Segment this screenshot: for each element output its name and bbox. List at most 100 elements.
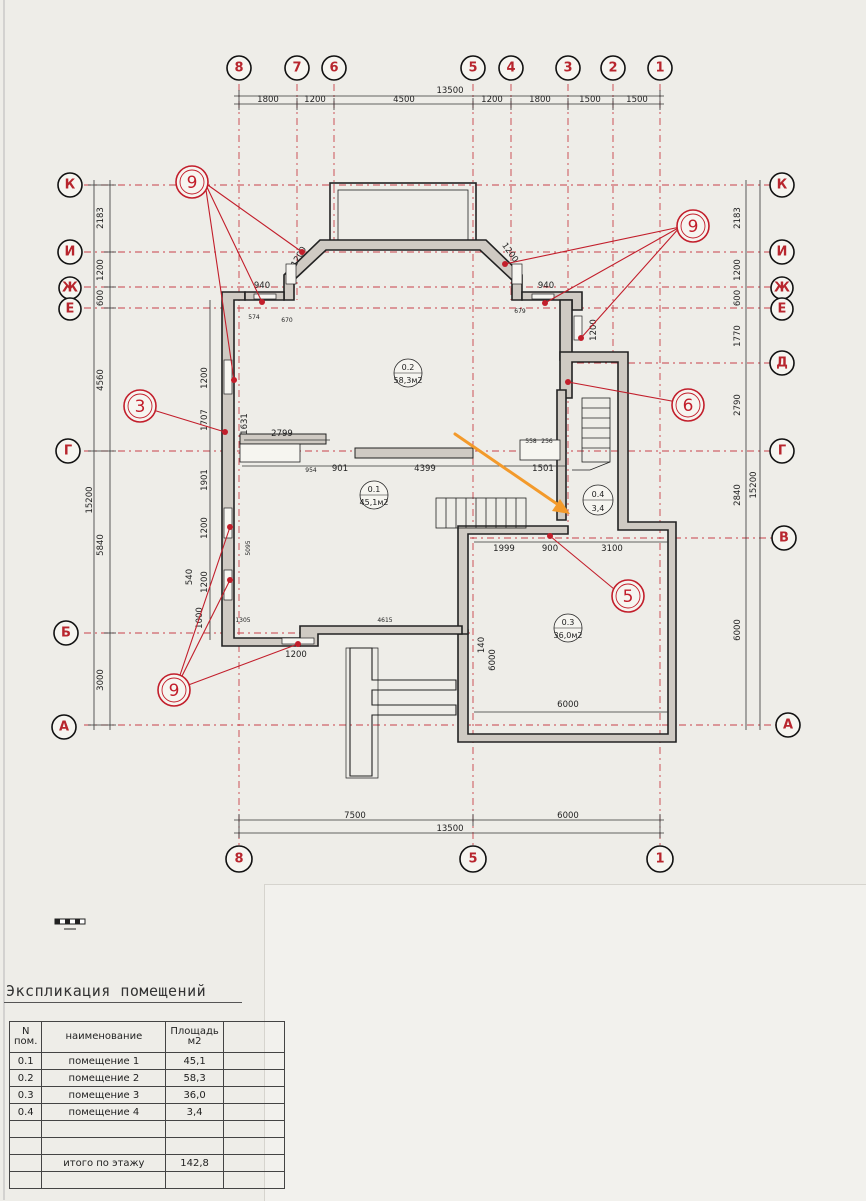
svg-text:5: 5: [623, 587, 634, 607]
dim-left-in-3: 1901: [200, 469, 210, 491]
right-dimension-chains: 2183 1200 600 1770 2790 2840 15200 6000: [733, 180, 761, 730]
dim-right-2: 1200: [733, 259, 743, 281]
axis-Zh-left: Ж: [58, 276, 82, 300]
axis-markers-top: 8 7 6 5 4 3 2 1: [226, 55, 673, 81]
table-total-row: итого по этажу 142,8: [8, 1154, 285, 1172]
header-area: Площадь м2: [165, 1021, 224, 1053]
dim-top-1: 1800: [257, 95, 279, 105]
dim-left-5: 15200: [85, 486, 95, 513]
dim-in-6000h: 6000: [557, 700, 579, 710]
svg-text:К: К: [777, 178, 788, 193]
svg-text:Г: Г: [778, 444, 786, 459]
dim-right-8: 6000: [733, 619, 743, 641]
axis-2-top: 2: [600, 55, 626, 81]
vertical-grid-lines: [238, 84, 661, 845]
dim-in-140: 140: [477, 637, 487, 653]
dim-left-in-5: 540: [185, 569, 195, 585]
dim-left-6: 5840: [96, 534, 106, 556]
bottom-dimension-chain: 7500 6000 13500: [234, 811, 664, 838]
dim-top-5: 1800: [529, 95, 551, 105]
svg-text:8: 8: [234, 852, 243, 867]
svg-text:0.4: 0.4: [592, 490, 605, 499]
left-dimension-chains: 2183 1200 600 4560 15200 5840 3000 1200 …: [85, 180, 211, 730]
svg-text:3: 3: [135, 397, 146, 417]
axis-G-left: Г: [55, 438, 81, 464]
room-marker-0-2: 0.2 58,3м2: [394, 358, 422, 388]
dim-right-3: 600: [733, 290, 743, 306]
top-dimension-chain: 13500 1800 1200 4500 1200 1800 1500 1500: [234, 86, 664, 110]
dim-in-1999: 1999: [493, 544, 515, 554]
dim-top-total: 13500: [436, 86, 463, 96]
axis-7-top: 7: [284, 55, 310, 81]
axis-1-top: 1: [647, 55, 673, 81]
dim-left-in-6: 1200: [200, 571, 210, 593]
axis-8-bottom: 8: [225, 845, 253, 873]
callout-3: 3: [123, 389, 157, 423]
room-marker-0-4: 0.4 3,4: [582, 484, 614, 516]
dim-in-3100: 3100: [601, 544, 623, 554]
callout-9-top-left: 9: [175, 165, 209, 199]
axis-Zh-right: Ж: [770, 276, 794, 300]
dim-tiny-2: 670: [281, 317, 293, 324]
room-marker-0-1: 0.1 45,1м2: [360, 480, 388, 510]
axis-I-left: И: [57, 239, 83, 265]
axis-V-right: В: [771, 525, 797, 551]
svg-text:7: 7: [292, 61, 301, 76]
svg-text:9: 9: [688, 217, 699, 237]
svg-text:А: А: [59, 720, 69, 735]
svg-text:9: 9: [169, 681, 180, 701]
dim-in-940a: 940: [254, 281, 270, 291]
svg-text:5: 5: [468, 61, 477, 76]
dim-top-2: 1200: [304, 95, 326, 105]
axis-5-bottom: 5: [459, 845, 487, 873]
axis-A-left: А: [51, 714, 77, 740]
svg-text:И: И: [777, 245, 788, 260]
dim-tiny-256: 256: [541, 438, 553, 445]
svg-text:6: 6: [329, 61, 338, 76]
svg-text:2: 2: [608, 61, 617, 76]
axis-K-left: К: [57, 172, 83, 198]
dim-top-7: 1500: [626, 95, 648, 105]
dim-left-in-2: 1707: [200, 409, 210, 431]
dim-left-3: 600: [96, 290, 106, 306]
dim-left-1: 2183: [96, 207, 106, 229]
axis-4-top: 4: [498, 55, 524, 81]
axis-markers-left: К И Ж Е Г Б А: [51, 172, 83, 740]
dim-bottom-total: 13500: [436, 824, 463, 834]
svg-text:4: 4: [506, 61, 515, 76]
dim-in-1200d: 1200: [285, 650, 307, 660]
svg-text:1: 1: [655, 852, 664, 867]
svg-text:9: 9: [187, 173, 198, 193]
axis-1-bottom: 1: [646, 845, 674, 873]
svg-text:6: 6: [683, 396, 694, 416]
axis-6-top: 6: [321, 55, 347, 81]
header-note: [222, 1021, 285, 1053]
room-marker-0-3: 0.3 36,0м2: [554, 613, 582, 643]
dim-tiny-1305: 1305: [235, 617, 250, 624]
svg-text:Д: Д: [776, 356, 788, 371]
axis-E-right: Е: [770, 297, 794, 321]
svg-text:5: 5: [468, 852, 477, 867]
svg-text:Е: Е: [66, 302, 75, 317]
svg-text:А: А: [783, 718, 793, 733]
svg-text:К: К: [65, 178, 76, 193]
dim-in-2799: 2799: [271, 429, 293, 439]
dim-right-7: 15200: [749, 471, 759, 498]
svg-text:Ж: Ж: [774, 281, 790, 296]
dim-tiny-4615: 4615: [377, 617, 392, 624]
axis-K-right: К: [769, 172, 795, 198]
dim-top-4: 1200: [481, 95, 503, 105]
dim-right-1: 2183: [733, 207, 743, 229]
dim-in-1200c: 1200: [589, 319, 599, 341]
dim-left-2: 1200: [96, 259, 106, 281]
table-row-empty: [8, 1171, 285, 1189]
svg-text:1: 1: [655, 61, 664, 76]
header-num: N пом.: [8, 1021, 43, 1053]
dim-right-5: 2790: [733, 394, 743, 416]
overlapping-paper-sheet: [264, 884, 866, 1201]
axis-5-top: 5: [460, 55, 486, 81]
svg-text:Е: Е: [778, 302, 787, 317]
dim-left-4: 4560: [96, 369, 106, 391]
dim-bottom-1: 7500: [344, 811, 366, 821]
